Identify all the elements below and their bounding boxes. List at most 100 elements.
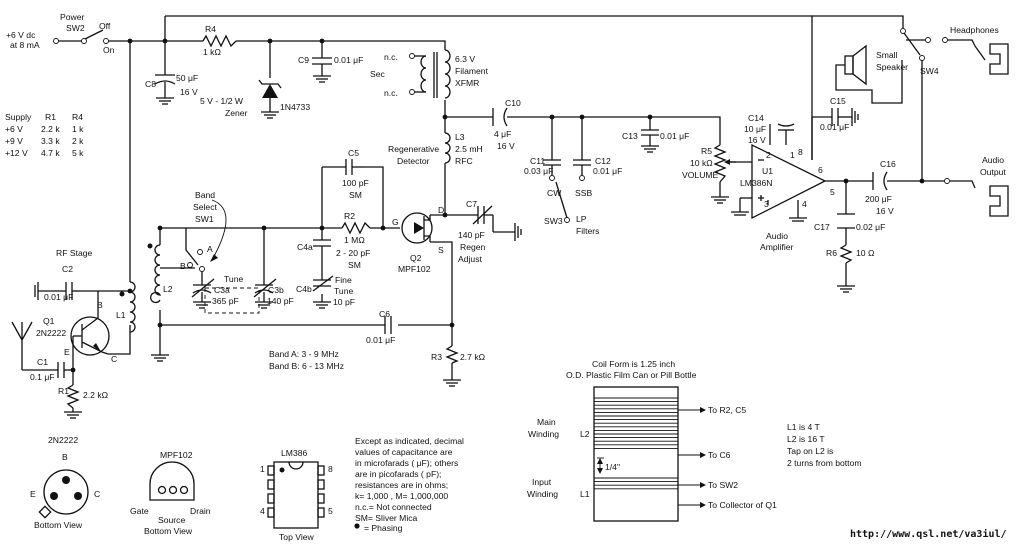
antenna-icon xyxy=(11,321,33,342)
svg-text:SW4: SW4 xyxy=(920,66,939,76)
svg-text:2.7 kΩ: 2.7 kΩ xyxy=(460,352,486,362)
svg-text:1: 1 xyxy=(790,150,795,160)
svg-text:Regen: Regen xyxy=(460,242,486,252)
svg-text:RF Stage: RF Stage xyxy=(56,248,93,258)
svg-text:R1: R1 xyxy=(45,112,56,122)
power-label: Power xyxy=(60,12,84,22)
svg-text:C2: C2 xyxy=(62,264,73,274)
svg-text:C4a: C4a xyxy=(297,242,313,252)
svg-text:Small: Small xyxy=(876,50,898,60)
svg-text:R4: R4 xyxy=(205,24,216,34)
svg-text:Q1: Q1 xyxy=(43,316,55,326)
audio-output-jack-icon xyxy=(944,178,1009,217)
resistor-r1-icon xyxy=(64,384,82,419)
svg-text:16 V: 16 V xyxy=(497,141,515,151)
svg-text:Sec: Sec xyxy=(370,69,386,79)
tuning-capacitor-c3b-icon xyxy=(253,278,277,309)
svg-text:0.01 μF: 0.01 μF xyxy=(820,122,849,132)
svg-text:C7: C7 xyxy=(466,199,477,209)
capacitor-c8-icon xyxy=(154,74,176,105)
svg-text:3.3 k: 3.3 k xyxy=(41,136,60,146)
svg-text:Detector: Detector xyxy=(397,156,430,166)
svg-text:Filament: Filament xyxy=(455,66,489,76)
supply-current-label: at 8 mA xyxy=(10,40,40,50)
sw2-label: SW2 xyxy=(66,23,85,33)
svg-text:Supply: Supply xyxy=(5,112,32,122)
svg-text:C6: C6 xyxy=(379,309,390,319)
svg-text:C11: C11 xyxy=(530,156,545,166)
svg-text:O.D. Plastic Film Can or Pill: O.D. Plastic Film Can or Pill Bottle xyxy=(566,370,697,380)
svg-text:2: 2 xyxy=(766,150,771,160)
svg-text:0.02 μF: 0.02 μF xyxy=(856,222,885,232)
svg-text:Except as indicated, decimal: Except as indicated, decimal xyxy=(355,436,464,446)
svg-text:Top View: Top View xyxy=(279,532,315,542)
svg-text:1/4": 1/4" xyxy=(605,462,620,472)
svg-text:in microfarads ( μF); others: in microfarads ( μF); others xyxy=(355,458,458,468)
svg-text:Audio: Audio xyxy=(766,231,788,241)
svg-text:C15: C15 xyxy=(830,96,846,106)
svg-text:1: 1 xyxy=(260,464,265,474)
svg-text:0.03 μF: 0.03 μF xyxy=(524,166,553,176)
svg-text:+12 V: +12 V xyxy=(5,148,28,158)
svg-text:SM= Sliver Mica: SM= Sliver Mica xyxy=(355,513,418,523)
svg-text:2.5 mH: 2.5 mH xyxy=(455,144,483,154)
off-label: Off xyxy=(99,21,111,31)
svg-text:C4b: C4b xyxy=(296,284,312,294)
source-url: http://www.qsl.net/va3iul/ xyxy=(850,528,1007,540)
svg-text:LP: LP xyxy=(576,214,587,224)
svg-text:Winding: Winding xyxy=(527,489,558,499)
tuning-capacitor-c3a-icon xyxy=(191,278,215,309)
capacitor-c4a-icon xyxy=(313,239,331,258)
band-switch-sw1-icon xyxy=(187,199,227,272)
svg-text:2.2 k: 2.2 k xyxy=(41,124,60,134)
capacitor-c17-icon xyxy=(837,213,855,229)
svg-text:To Collector of Q1: To Collector of Q1 xyxy=(708,500,777,510)
svg-text:Select: Select xyxy=(193,202,217,212)
on-label: On xyxy=(103,45,115,55)
svg-text:5: 5 xyxy=(328,506,333,516)
svg-text:Source: Source xyxy=(158,515,185,525)
svg-text:B: B xyxy=(97,300,103,310)
svg-text:B: B xyxy=(62,452,68,462)
svg-text:16 V: 16 V xyxy=(748,135,766,145)
svg-text:1N4733: 1N4733 xyxy=(280,102,310,112)
lm386-amplifier-icon xyxy=(731,143,827,222)
capacitor-c10-icon xyxy=(492,107,508,127)
svg-text:2 k: 2 k xyxy=(72,136,84,146)
resistor-r2-icon xyxy=(341,221,371,235)
coil-form-drawing xyxy=(593,386,706,522)
2n2222-pinout xyxy=(38,469,89,519)
capacitor-c5-icon xyxy=(345,159,363,175)
svg-text:1 k: 1 k xyxy=(72,124,84,134)
svg-text:A: A xyxy=(207,244,213,254)
svg-text:5: 5 xyxy=(830,187,835,197)
inductor-l3-icon xyxy=(444,132,451,164)
mpf102-pinout xyxy=(149,461,195,501)
capacitor-c4b-icon xyxy=(312,275,334,309)
svg-text:B: B xyxy=(180,261,186,271)
svg-text:Bottom View: Bottom View xyxy=(34,520,83,530)
svg-text:2N2222: 2N2222 xyxy=(36,328,66,338)
svg-text:C16: C16 xyxy=(880,159,896,169)
svg-text:values of capacitance are: values of capacitance are xyxy=(355,447,453,457)
svg-text:R3: R3 xyxy=(431,352,442,362)
ganged-capacitor-dashed-box xyxy=(204,287,260,314)
svg-text:L1: L1 xyxy=(580,489,590,499)
svg-text:Tune: Tune xyxy=(334,286,353,296)
svg-text:2 turns from bottom: 2 turns from bottom xyxy=(787,458,862,468)
svg-text:10 pF: 10 pF xyxy=(333,297,355,307)
junction-dots xyxy=(70,38,925,373)
svg-text:Speaker: Speaker xyxy=(876,62,908,72)
svg-text:1 MΩ: 1 MΩ xyxy=(344,235,365,245)
svg-text:Drain: Drain xyxy=(190,506,211,516)
svg-text:Fine: Fine xyxy=(335,275,352,285)
svg-text:SW3: SW3 xyxy=(544,216,563,226)
svg-text:L2 is 16 T: L2 is 16 T xyxy=(787,434,825,444)
svg-text:resistances are in ohms;: resistances are in ohms; xyxy=(355,480,448,490)
svg-text:C3b: C3b xyxy=(268,285,284,295)
speaker-icon xyxy=(835,44,903,104)
capacitor-c2-icon xyxy=(34,282,80,300)
svg-text:R4: R4 xyxy=(72,112,83,122)
